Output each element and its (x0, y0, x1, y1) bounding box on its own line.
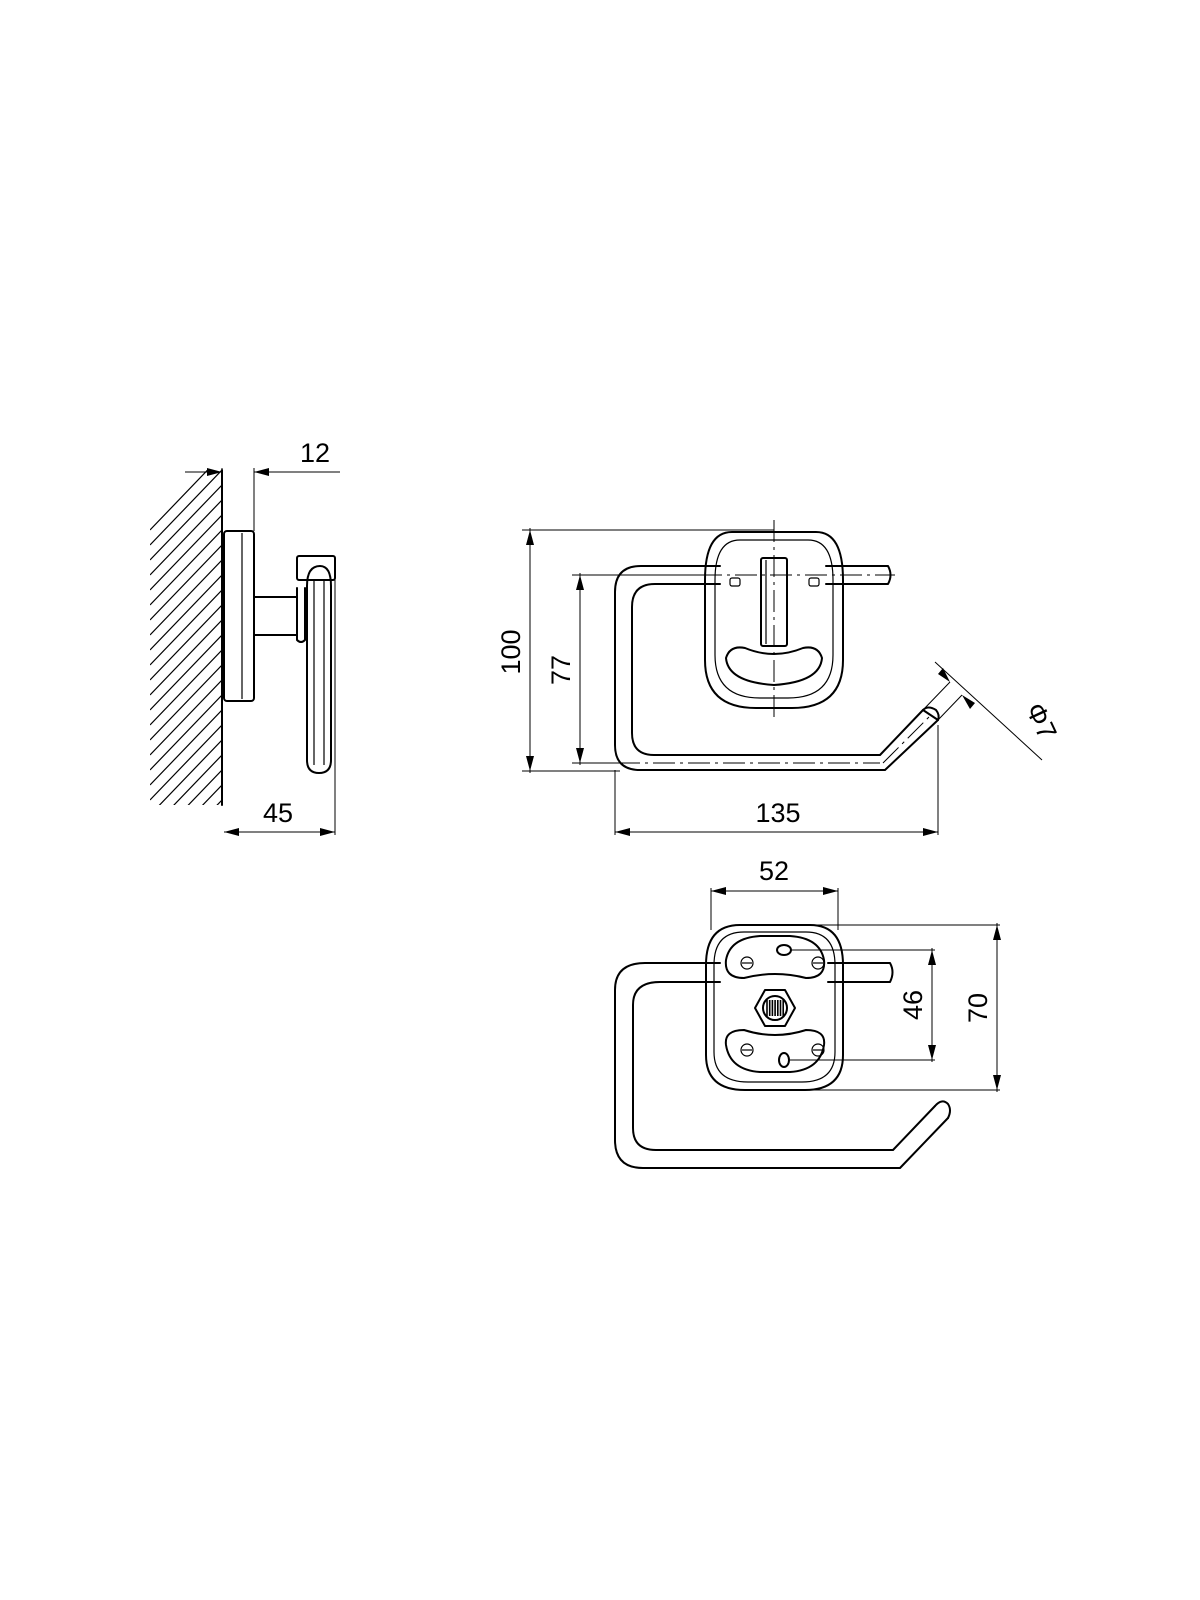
back-holder-tube-inner (632, 981, 936, 1151)
side-stem (253, 596, 298, 636)
front-rosette-smile-slot (725, 646, 823, 686)
back-bolt-circle (762, 995, 788, 1021)
dim-label-52: 52 (759, 856, 789, 886)
dim-label-12: 12 (300, 438, 330, 468)
back-keyhole-top (776, 944, 792, 956)
dim-label-45: 45 (263, 798, 293, 828)
dim-label-100: 100 (496, 629, 526, 674)
back-keyhole-bottom (778, 1052, 790, 1068)
front-rosette-inner (714, 539, 834, 699)
dim-label-70: 70 (963, 993, 993, 1023)
side-arm-clamp (296, 587, 306, 643)
front-view: 100 77 135 Φ7 (496, 520, 1062, 836)
back-bolt-thread (766, 1000, 785, 1016)
wall-hatching (150, 470, 222, 805)
back-lower-plate (724, 1029, 826, 1073)
back-rosette-outer (705, 924, 844, 1091)
back-hex-nut (754, 989, 796, 1027)
back-view: 52 46 70 (614, 856, 1001, 1169)
dim-label-135: 135 (755, 798, 800, 828)
side-view: 12 45 (150, 438, 340, 836)
dim-label-46: 46 (898, 990, 928, 1020)
back-upper-plate (724, 935, 826, 979)
dim-label-diameter-7: Φ7 (1020, 698, 1063, 744)
front-holder-tube-inner (631, 583, 924, 756)
back-top-rod (827, 962, 894, 983)
back-holder-tube-outer (614, 962, 949, 1169)
dim-label-77: 77 (546, 655, 576, 685)
side-hanging-bar (306, 565, 332, 774)
side-base-plate (223, 530, 255, 702)
front-holder-tube-outer (614, 565, 939, 771)
back-screw-heads (740, 956, 825, 1057)
front-rosette-outer (704, 531, 844, 709)
back-rosette-inner (713, 931, 836, 1083)
